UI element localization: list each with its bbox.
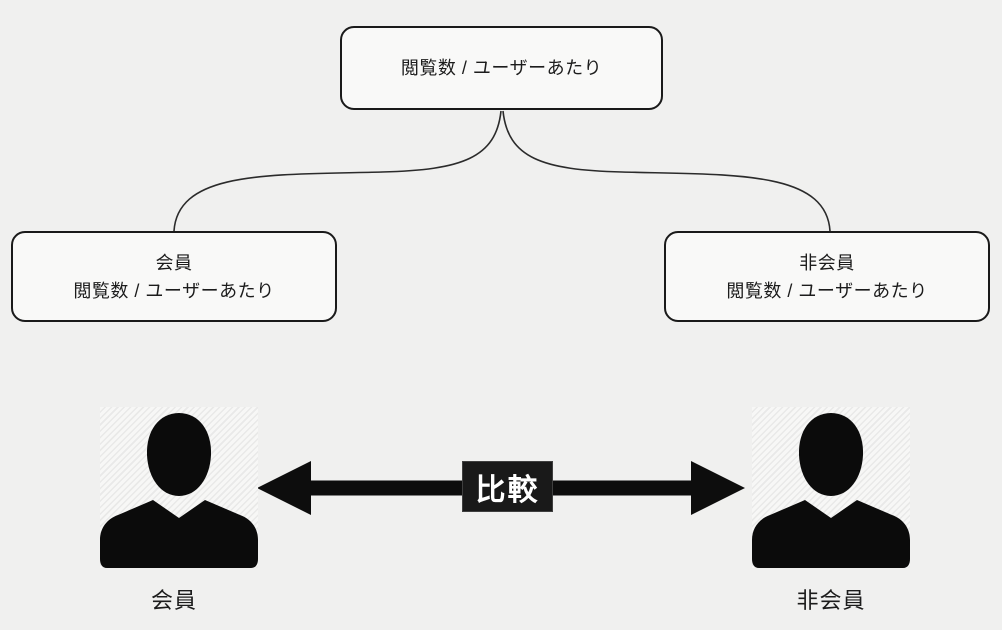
- nonmember-caption: 非会員: [796, 588, 866, 613]
- comparison-label-text: 比較: [475, 473, 540, 507]
- person-body: [752, 500, 910, 568]
- node-member-title: 会員: [155, 252, 193, 273]
- node-nonmember: 非会員 閲覧数 / ユーザーあたり: [664, 231, 990, 322]
- node-root-label: 閲覧数 / ユーザーあたり: [400, 58, 603, 78]
- member-caption: 会員: [150, 588, 197, 613]
- node-nonmember-title: 非会員: [799, 252, 855, 273]
- person-head: [146, 413, 212, 496]
- node-nonmember-subtitle: 閲覧数 / ユーザーあたり: [726, 280, 928, 301]
- person-head: [798, 413, 864, 496]
- connector-left: [173, 110, 502, 232]
- arrow-head-left-icon: [257, 461, 311, 515]
- node-member-subtitle: 閲覧数 / ユーザーあたり: [73, 280, 275, 301]
- person-icon: [752, 413, 910, 568]
- person-body: [100, 500, 258, 568]
- node-member: 会員 閲覧数 / ユーザーあたり: [11, 231, 337, 322]
- arrow-head-right-icon: [691, 461, 745, 515]
- nonmember-icon-tile: [752, 407, 910, 568]
- member-icon-tile: [100, 407, 258, 568]
- person-icon: [100, 413, 258, 568]
- node-root: 閲覧数 / ユーザーあたり: [340, 26, 663, 110]
- comparison-label: 比較: [462, 461, 553, 512]
- connector-right: [502, 110, 831, 232]
